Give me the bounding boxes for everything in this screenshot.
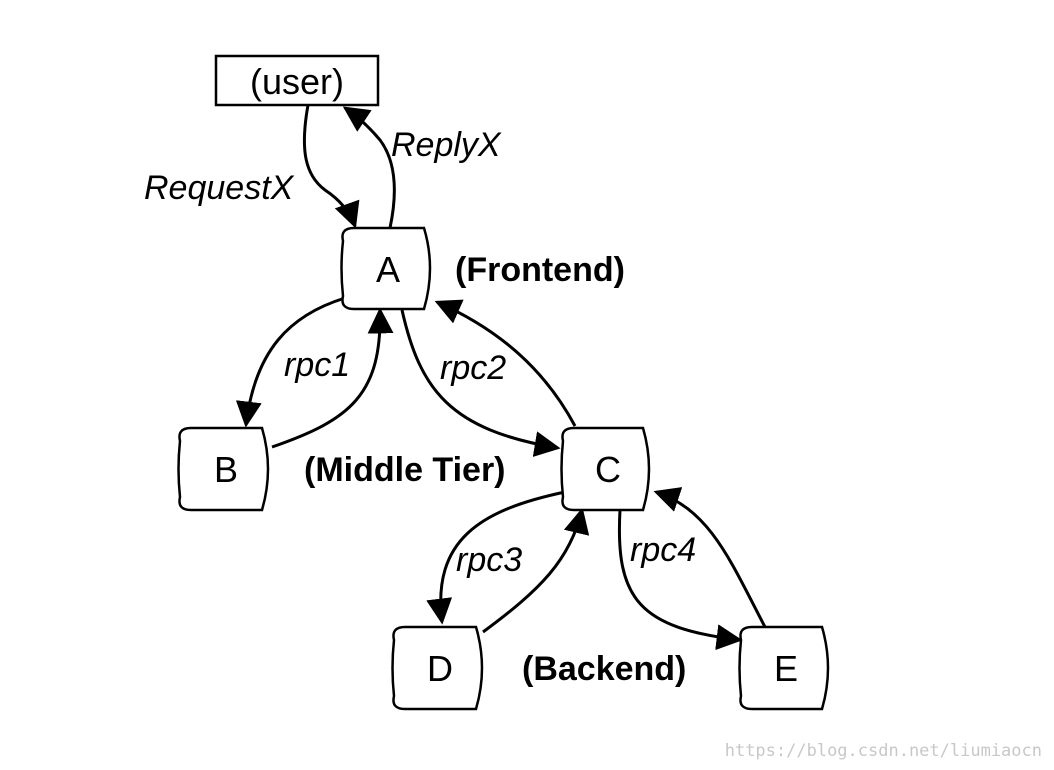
node-a: A [340,226,432,311]
node-a-label: A [376,249,400,290]
node-c-label: C [595,449,621,490]
rpc4-reply-edge [653,487,767,628]
node-d: D [391,625,484,711]
node-user: (user) [214,54,380,107]
rpc4-request-edge [617,509,743,651]
node-b-label: B [214,449,238,490]
rpc1-request-edge [235,296,346,428]
edge-label-rpc2: rpc2 [440,349,506,387]
edge-label-rpc4: rpc4 [630,531,696,569]
rpc3-request-edge [426,490,566,625]
edge-label-request: RequestX [144,169,295,207]
request-edge [302,104,360,229]
node-b: B [177,426,270,512]
node-e: E [738,625,830,711]
rpc1-reply-edge [271,307,394,449]
node-user-label: (user) [250,61,344,102]
rpc2-reply-edge [434,299,577,427]
node-d-label: D [427,648,453,689]
node-e-label: E [774,648,798,689]
watermark-url: https://blog.csdn.net/liumiaocn [725,741,1042,761]
edge-label-rpc3: rpc3 [456,541,522,579]
tier-backend-label: (Backend) [522,650,686,688]
tier-middle-label: (Middle Tier) [304,451,506,489]
node-c: C [560,426,651,512]
rpc2-request-edge [400,309,561,457]
edge-label-reply: ReplyX [391,126,502,164]
tier-frontend-label: (Frontend) [455,251,625,289]
rpc3-reply-edge [482,507,590,634]
edge-label-rpc1: rpc1 [284,346,350,384]
reply-edge [342,106,396,229]
edges [235,104,767,651]
